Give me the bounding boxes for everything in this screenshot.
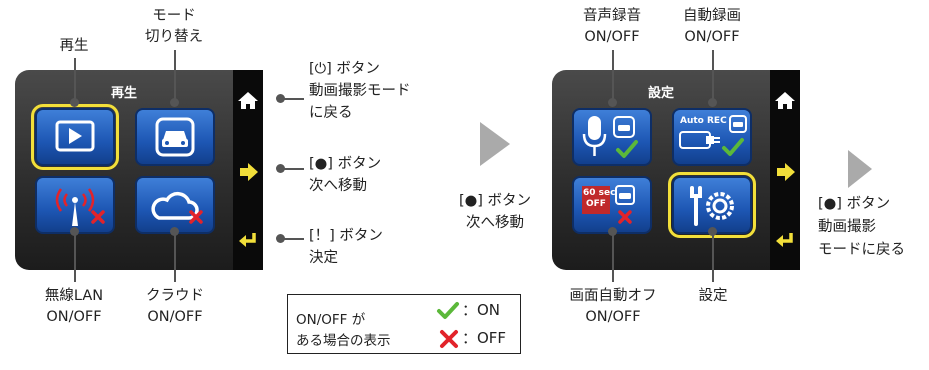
return-desc: 動画撮影 [818, 219, 876, 235]
connector-dot [70, 227, 79, 236]
audio-record-label-2: ON/OFF [584, 29, 640, 45]
screen-title: 再生 [110, 86, 137, 101]
legend-off-label: ：OFF [462, 329, 507, 347]
playback-tile[interactable] [31, 104, 119, 170]
arrow-right-icon [240, 163, 258, 181]
home-icon [775, 92, 795, 109]
legend-line-2: ある場合の表示 [296, 333, 391, 349]
connector [282, 238, 304, 240]
off-cross-icon [618, 210, 632, 224]
screen-auto-off-tile[interactable]: 60 sec OFF [572, 176, 652, 234]
off-cross-icon [189, 210, 203, 224]
middle-rec-desc: 次へ移動 [466, 215, 524, 231]
power-button-desc: 動画撮影モード [309, 83, 411, 99]
screen-off-text: OFF [586, 199, 606, 209]
wifi-label: 無線LAN [44, 288, 104, 304]
power-button-desc-2: に戻る [309, 105, 353, 121]
enter-icon [776, 233, 793, 247]
legend-on-label: ：ON [462, 301, 501, 319]
on-check-icon [616, 140, 638, 158]
auto-rec-text: Auto REC [680, 116, 727, 126]
connector [174, 232, 176, 282]
middle-rec-label: [●] ボタン [458, 193, 532, 209]
screen-timer-icon [582, 185, 635, 224]
connector [282, 98, 304, 100]
cloud-tile[interactable] [135, 176, 215, 234]
wrench-gear-icon [690, 186, 734, 226]
enter-icon [239, 233, 256, 247]
ok-button-desc: 決定 [309, 250, 338, 266]
connector-dot [708, 227, 717, 236]
ok-button-label: [！] ボタン [309, 228, 383, 244]
screen-auto-off-label-2: ON/OFF [585, 309, 641, 325]
connector-dot [276, 234, 285, 243]
cloud-icon [151, 191, 203, 224]
settings-tile[interactable] [668, 172, 756, 238]
connector-dot [708, 98, 717, 107]
connector [712, 50, 714, 100]
auto-record-label: 自動録画 [683, 8, 741, 24]
arrow-right-icon [777, 163, 795, 181]
connector-dot [170, 98, 179, 107]
legend-line-1: ON/OFF が [296, 312, 366, 328]
playback-screen: 再生 [15, 70, 263, 270]
screen-auto-off-label: 画面自動オフ [569, 288, 657, 304]
cross-icon [440, 330, 458, 348]
connector-dot [276, 94, 285, 103]
on-off-legend: ON/OFF が ある場合の表示 ：ON ：OFF [287, 294, 521, 354]
rec-button-desc: 次へ移動 [309, 178, 367, 194]
wifi-label-2: ON/OFF [46, 309, 102, 325]
wifi-tile[interactable] [35, 176, 115, 234]
cloud-label: クラウド [146, 288, 204, 304]
return-desc-2: モードに戻る [818, 242, 905, 258]
cloud-label-2: ON/OFF [147, 309, 203, 325]
car-camera-icon [155, 117, 195, 157]
audio-record-tile[interactable] [572, 108, 652, 166]
connector-dot [170, 227, 179, 236]
mode-switch-label: モード [152, 8, 196, 24]
connector-dot [608, 227, 617, 236]
play-icon [55, 120, 95, 152]
connector [74, 58, 76, 100]
sixty-sec-text: 60 sec [583, 188, 616, 198]
auto-record-label-2: ON/OFF [684, 29, 740, 45]
return-arrow-icon [848, 150, 872, 188]
connector-dot [276, 164, 285, 173]
mode-switch-label-2: 切り替え [145, 29, 203, 45]
connector-dot [608, 98, 617, 107]
connector [612, 232, 614, 282]
auto-record-tile[interactable]: Auto REC [672, 108, 752, 166]
connector [282, 168, 304, 170]
power-button-label: [⏻] ボタン [309, 61, 380, 77]
connector [612, 50, 614, 100]
home-icon [238, 92, 258, 109]
screen-title: 設定 [647, 86, 674, 101]
auto-rec-power-icon [679, 115, 747, 156]
wifi-antenna-icon [55, 188, 105, 226]
settings-label: 設定 [698, 288, 728, 304]
settings-screen: 設定 Auto REC 60 sec [552, 70, 800, 270]
microphone-icon [582, 116, 638, 158]
connector [174, 50, 176, 100]
off-cross-icon [91, 210, 105, 224]
connector-dot [70, 98, 79, 107]
check-icon [437, 302, 459, 319]
connector [712, 232, 714, 282]
playback-label: 再生 [59, 38, 89, 54]
return-rec-label: [●] ボタン [818, 196, 891, 212]
mode-switch-tile[interactable] [135, 108, 215, 166]
connector [74, 232, 76, 282]
on-check-icon [722, 138, 744, 156]
next-arrow-icon [480, 122, 510, 166]
rec-button-label: [●] ボタン [309, 156, 382, 172]
audio-record-label: 音声録音 [583, 8, 641, 24]
